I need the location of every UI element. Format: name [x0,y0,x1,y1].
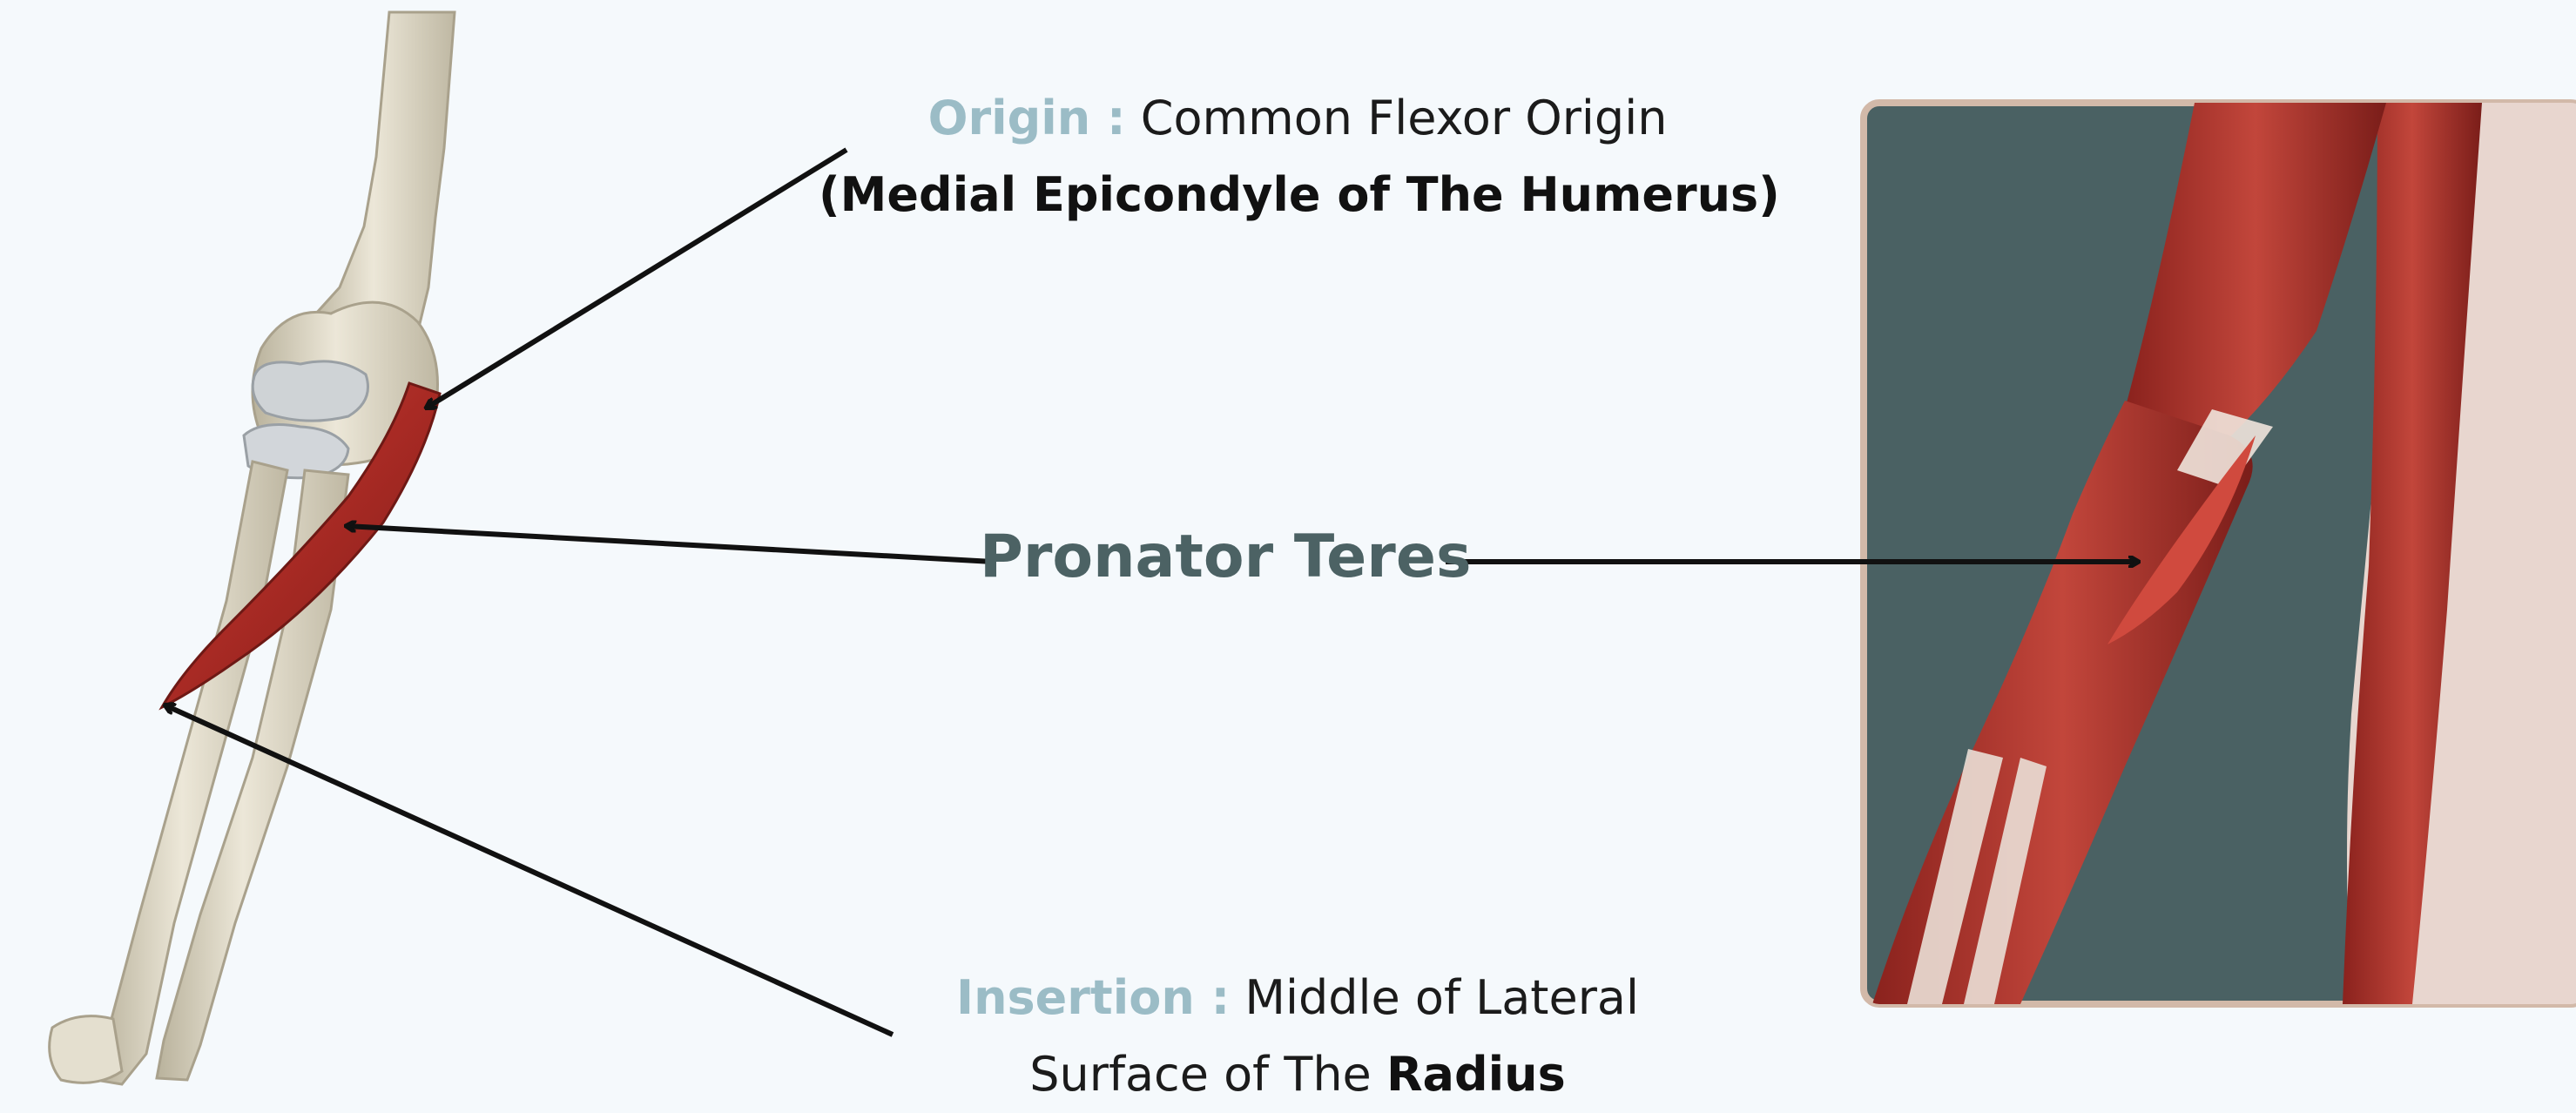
arm-muscles-photo-panel [1864,103,2576,1004]
origin-line: Origin : Common Flexor Origin [819,80,1777,157]
origin-text: Common Flexor Origin [1141,91,1668,145]
insertion-text-line2: Surface of The [1029,1047,1372,1102]
insertion-line2: Surface of The Radius [836,1036,1759,1113]
muscle-name-label: Pronator Teres [980,523,1467,591]
origin-detail: (Medial Epicondyle of The Humerus) [819,157,1777,233]
trochlea-cartilage [253,361,368,421]
forearm-bones-illustration [50,12,455,1084]
insertion-text-line1: Middle of Lateral [1244,970,1639,1025]
origin-heading: Origin : [928,91,1126,145]
insertion-line1: Insertion : Middle of Lateral [836,960,1759,1036]
origin-arrow [427,150,846,408]
insertion-bold-word: Radius [1386,1047,1566,1102]
insertion-arrow [165,705,893,1035]
muscle-name-arrow-left [347,526,993,562]
insertion-heading: Insertion : [956,970,1230,1025]
insertion-label: Insertion : Middle of Lateral Surface of… [836,960,1759,1113]
distal-radius-end [50,1016,122,1083]
origin-label: Origin : Common Flexor Origin (Medial Ep… [819,80,1777,233]
